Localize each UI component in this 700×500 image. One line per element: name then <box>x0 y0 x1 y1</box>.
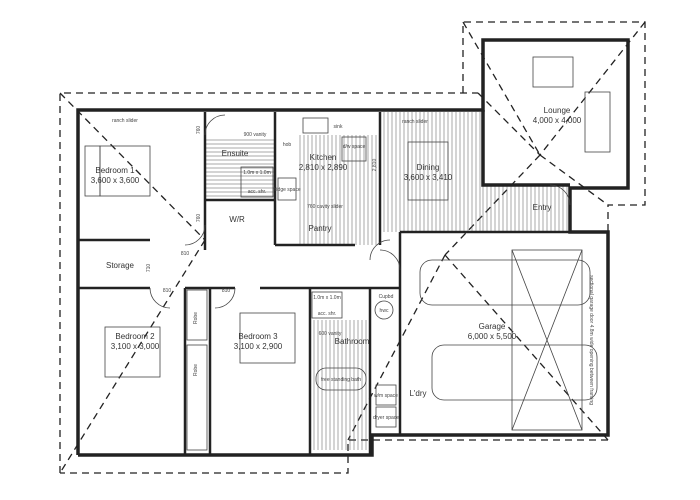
room-pantry: Pantry <box>308 224 331 233</box>
doors <box>149 114 571 309</box>
room-ensuite: Ensuite <box>222 149 249 158</box>
sofa-2 <box>584 91 611 153</box>
dryer-space <box>375 406 397 428</box>
note-bath: free standing bath <box>321 377 361 383</box>
note-bath-shower: 1.0m x 1.0m <box>313 295 341 301</box>
room-lounge-size: 4,000 x 4,000 <box>533 116 582 125</box>
dim-door-760b: 760 <box>196 214 202 223</box>
note-robe-1: Robe <box>193 312 199 324</box>
note-ranch-slider-2: ranch slider <box>402 119 428 125</box>
note-robe-2: Robe <box>193 364 199 376</box>
room-bathroom: Bathroom <box>335 337 370 346</box>
room-kitchen-size: 2,810 x 2,890 <box>299 163 348 172</box>
room-wir: W/R <box>229 215 245 224</box>
annotations: ranch slider ranch slider 900 vanity hob… <box>112 118 594 421</box>
room-bedroom2-size: 3,100 x 3,000 <box>111 342 160 351</box>
ensuite-shower <box>240 166 274 198</box>
note-dryer-space: dryer space <box>373 415 399 421</box>
note-ensuite-shower-2: acc. shr. <box>248 189 267 195</box>
room-bedroom1-size: 3,600 x 3,600 <box>91 176 140 185</box>
room-entry: Entry <box>533 203 552 212</box>
exterior-walls <box>76 38 630 457</box>
timber-floor-hatching <box>205 112 568 450</box>
robe-1 <box>186 289 208 341</box>
wm-space <box>375 384 397 406</box>
note-bath-shower-2: acc. shr. <box>318 311 337 317</box>
note-dw-space: d/w space <box>343 144 366 150</box>
note-hwc: hwc <box>380 308 389 314</box>
room-bedroom2: Bedroom 2 <box>115 332 155 341</box>
bathroom-shower <box>311 291 343 319</box>
dim-door-760a: 760 <box>196 126 202 135</box>
car-1 <box>419 259 591 306</box>
note-hob: hob <box>283 142 292 148</box>
room-kitchen: Kitchen <box>310 153 337 162</box>
furniture <box>84 56 611 451</box>
note-ensuite-shower: 1.0m x 1.0m <box>243 170 271 176</box>
dim-door-810a: 810 <box>181 251 190 257</box>
dw-space <box>341 136 367 162</box>
room-laundry: L'dry <box>409 389 426 398</box>
note-garage-door: sectional garage door 4.8m wide opening … <box>588 275 594 405</box>
dining-table <box>407 141 449 201</box>
note-fridge-space: fridge space <box>273 187 300 193</box>
room-bedroom3: Bedroom 3 <box>238 332 278 341</box>
fridge-space <box>277 177 297 201</box>
hwc-cylinder <box>374 300 394 320</box>
dim-door-810c: 810 <box>222 288 231 294</box>
note-sink: sink <box>334 124 343 130</box>
room-garage: Garage <box>479 322 506 331</box>
room-lounge: Lounge <box>544 106 571 115</box>
room-labels: Bedroom 1 3,600 x 3,600 Ensuite W/R Kitc… <box>91 106 582 398</box>
room-dining-size: 3,600 x 3,410 <box>404 173 453 182</box>
roof-outline <box>59 21 646 474</box>
bed-2 <box>104 326 161 378</box>
room-bedroom1: Bedroom 1 <box>95 166 135 175</box>
note-cavity-slider: 760 cavity slider <box>307 204 343 210</box>
kitchen-sink <box>302 117 329 134</box>
free-standing-bath <box>315 367 367 391</box>
bed-3 <box>239 312 296 364</box>
note-vanity-600: 600 vanity <box>319 331 342 337</box>
note-wm-space: w/m space <box>374 393 398 399</box>
note-cupbd: Cupbd <box>379 294 394 300</box>
note-vanity-900: 900 vanity <box>244 132 267 138</box>
room-garage-size: 6,000 x 5,500 <box>468 332 517 341</box>
room-bedroom3-size: 3,100 x 2,900 <box>234 342 283 351</box>
car-2 <box>431 344 598 401</box>
dim-door-710: 710 <box>146 264 152 273</box>
garage-door-zone <box>511 249 583 431</box>
dim-door-810b: 810 <box>163 288 172 294</box>
sofa-1 <box>532 56 574 88</box>
dim-2810: 2,810 <box>372 159 378 172</box>
robe-2 <box>186 344 208 451</box>
room-storage: Storage <box>106 261 135 270</box>
room-dining: Dining <box>417 163 440 172</box>
note-ranch-slider-1: ranch slider <box>112 118 138 124</box>
